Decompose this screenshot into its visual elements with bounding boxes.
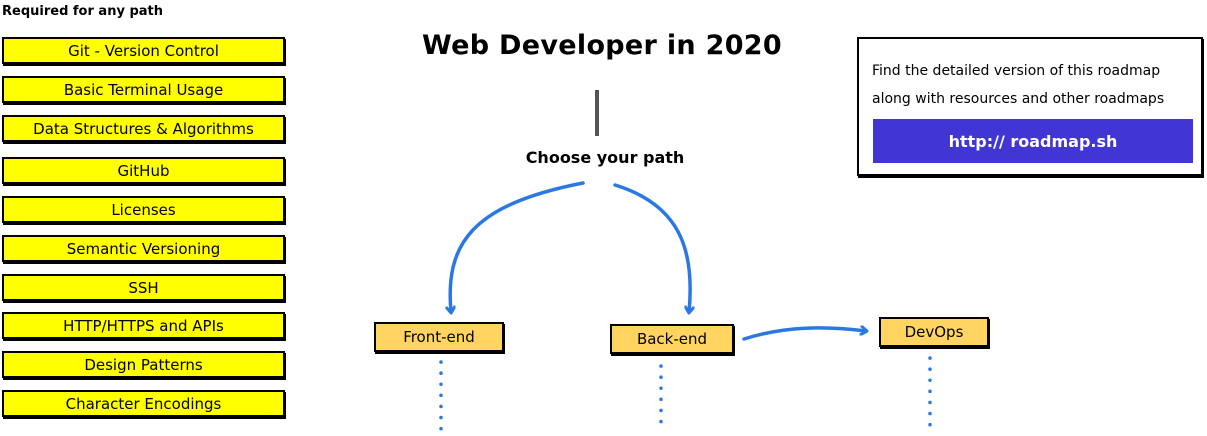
path-backend[interactable]: Back-end [610,324,734,354]
choose-path-label: Choose your path [525,148,685,167]
topic-git-version-control[interactable]: Git - Version Control [2,37,285,64]
arrow-to-backend [613,183,690,312]
topic-github[interactable]: GitHub [2,157,285,184]
info-line-1: Find the detailed version of this roadma… [872,63,1161,79]
required-section-title: Required for any path [2,4,164,19]
topic-ssh[interactable]: SSH [2,274,285,301]
topic-basic-terminal-usage[interactable]: Basic Terminal Usage [2,76,285,103]
info-text: Find the detailed version of this roadma… [872,57,1164,113]
topic-licenses[interactable]: Licenses [2,196,285,223]
topic-design-patterns[interactable]: Design Patterns [2,351,285,378]
info-line-2: along with resources and other roadmaps [872,91,1165,107]
topic-http-https-apis[interactable]: HTTP/HTTPS and APIs [2,312,285,339]
info-box: Find the detailed version of this roadma… [857,37,1203,176]
path-devops[interactable]: DevOps [879,317,989,347]
path-frontend[interactable]: Front-end [374,322,504,352]
roadmap-link-button[interactable]: http:// roadmap.sh [873,119,1193,163]
roadmap-title: Web Developer in 2020 [422,30,782,61]
topic-semantic-versioning[interactable]: Semantic Versioning [2,235,285,262]
arrow-to-devops [742,328,866,341]
arrow-to-frontend [450,181,585,312]
topic-data-structures-algorithms[interactable]: Data Structures & Algorithms [2,115,285,142]
topic-character-encodings[interactable]: Character Encodings [2,390,285,417]
